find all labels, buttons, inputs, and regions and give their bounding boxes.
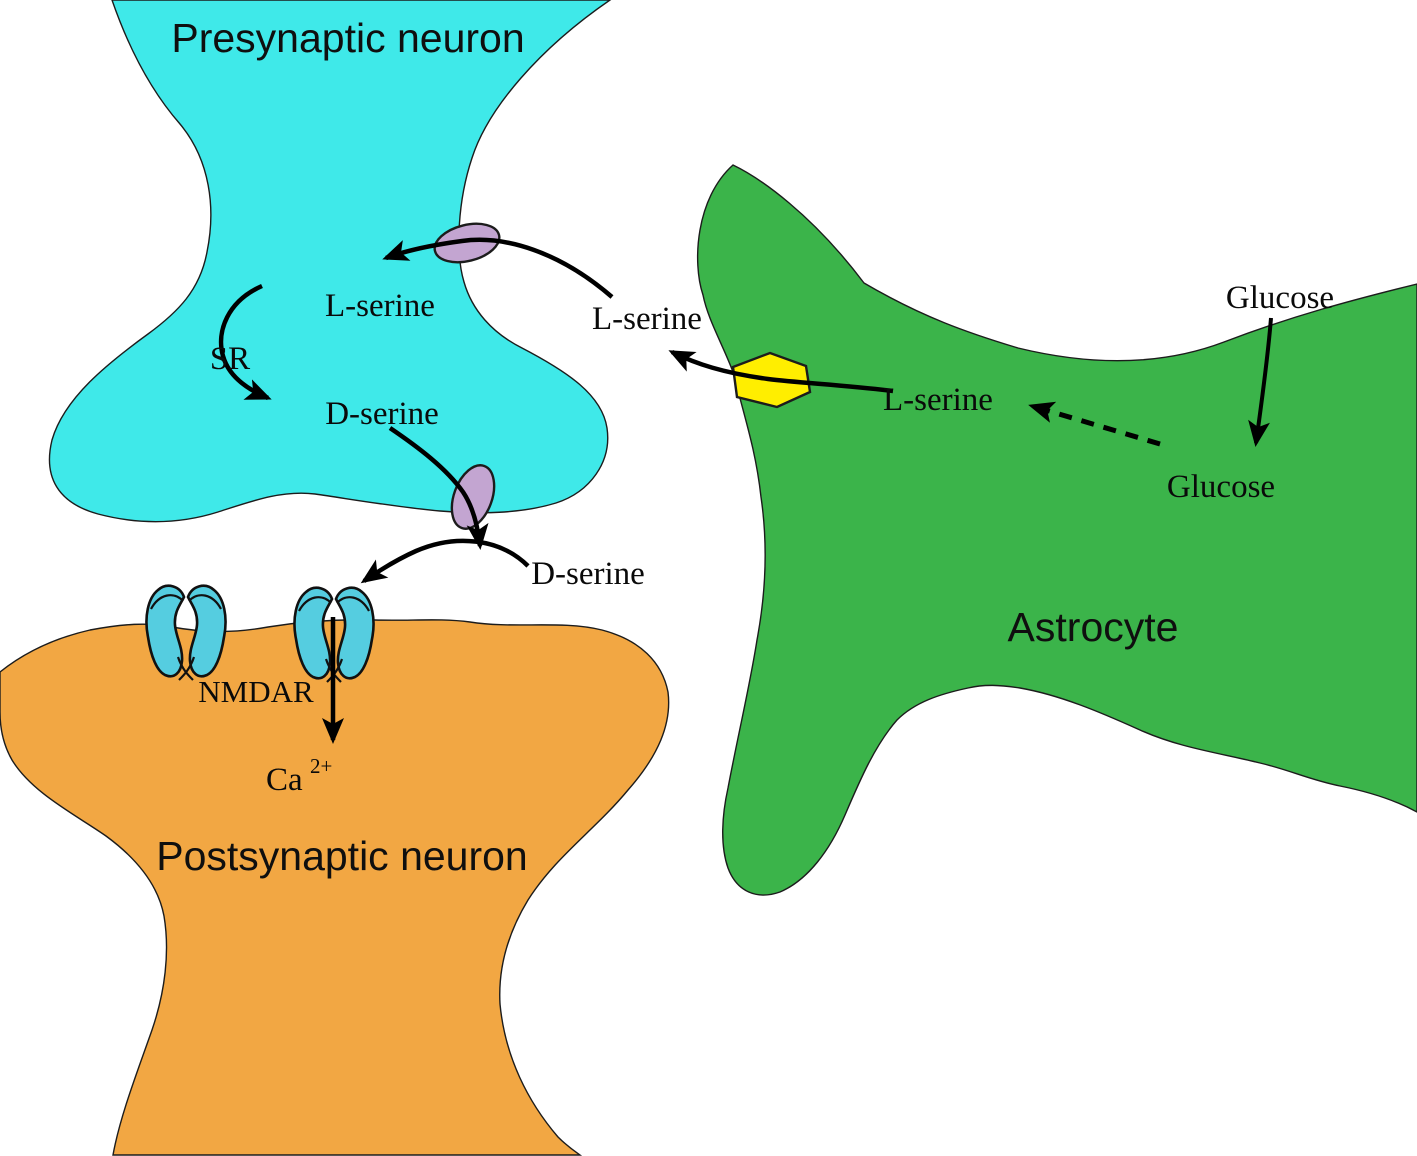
l-serine-presynaptic-label: L-serine <box>325 288 435 324</box>
d-serine-cleft-label: D-serine <box>531 556 645 592</box>
receptor-cap-line <box>298 596 332 612</box>
receptor-cap-line <box>150 594 184 610</box>
glucose-astrocyte-label: Glucose <box>1167 469 1275 505</box>
arrow-glucose-uptake <box>1248 317 1273 447</box>
postsynaptic-neuron-shape <box>0 619 670 1156</box>
arrow-astrocyte-lserine-export <box>668 349 894 394</box>
astrocyte-label: Astrocyte <box>1008 604 1179 650</box>
receptor-lobe <box>186 584 227 678</box>
arrow-dserine-to-nmdar <box>360 538 530 584</box>
astrocyte-shape <box>696 164 1417 896</box>
presynaptic-neuron-shape <box>48 0 612 523</box>
d-serine-presynaptic-label: D-serine <box>325 396 439 432</box>
presynaptic-dserine-transporter-ellipse <box>450 464 496 530</box>
receptor-tail <box>176 656 194 681</box>
arrow-sr-conversion <box>218 283 272 401</box>
nmdar-receptor-right <box>293 586 375 683</box>
glucose-extracellular-label: Glucose <box>1226 280 1334 316</box>
l-serine-cleft-label: L-serine <box>592 301 702 337</box>
receptor-lobe <box>334 586 375 680</box>
presynaptic-neuron-label: Presynaptic neuron <box>171 15 524 61</box>
arrow-dserine-release <box>388 426 489 550</box>
receptor-lobe <box>145 584 186 678</box>
nmdar-label: NMDAR <box>198 674 314 709</box>
l-serine-astrocyte-label: L-serine <box>883 382 993 418</box>
sr-enzyme-label: SR <box>210 341 250 377</box>
receptor-cap-line <box>336 596 370 612</box>
calcium-label: Ca <box>266 762 303 798</box>
presynaptic-lserine-transporter-ellipse <box>433 222 501 264</box>
arrow-cleft-lserine-into-presynaptic <box>382 237 614 299</box>
nmdar-receptor-left <box>145 584 227 681</box>
calcium-superscript: 2+ <box>310 754 332 778</box>
postsynaptic-neuron-label: Postsynaptic neuron <box>156 833 528 879</box>
receptor-lobe <box>293 586 334 680</box>
receptor-cap-line <box>188 594 222 610</box>
receptor-tail <box>178 656 196 681</box>
